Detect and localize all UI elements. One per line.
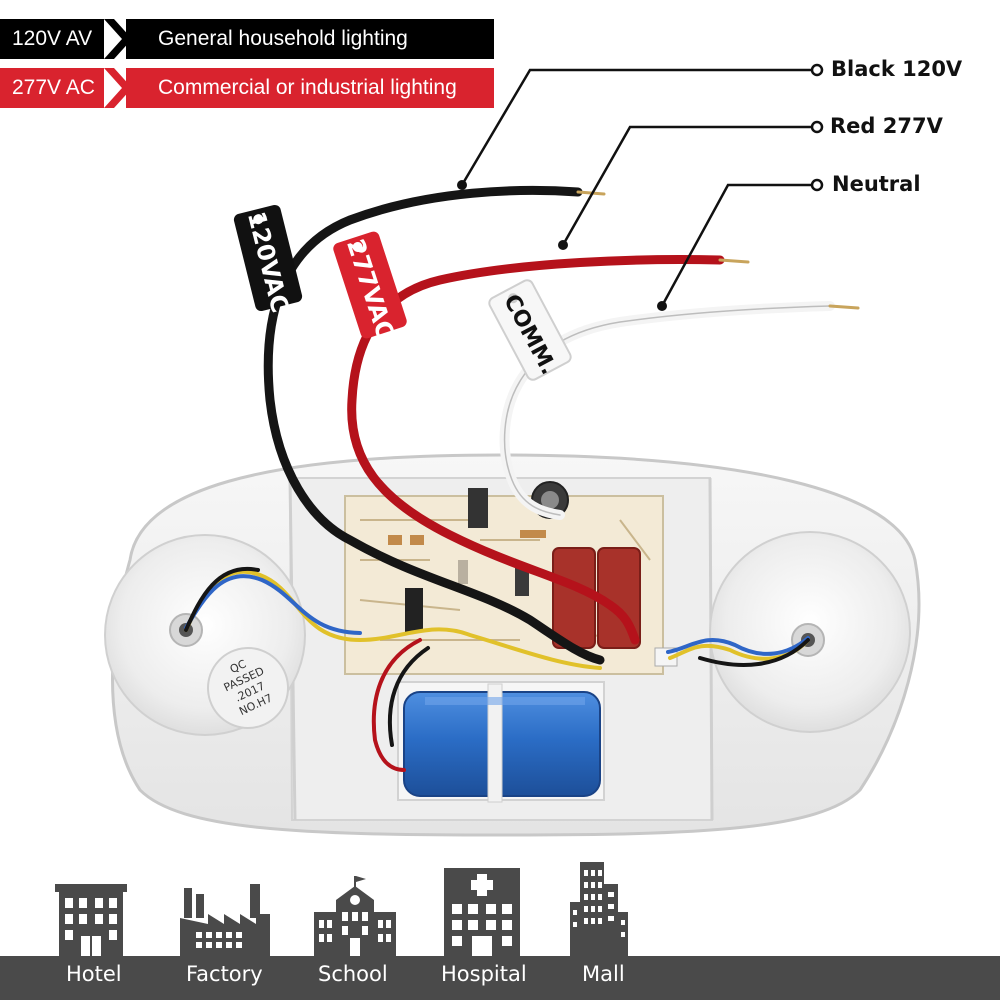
battery [397, 681, 605, 803]
label-black-120v: Black 120V [831, 57, 963, 81]
legend-row-277v: 277V AC Commercial or industrial lightin… [0, 68, 494, 108]
legend-voltage-277v: 277V AC [0, 68, 104, 108]
legend-description-277v: Commercial or industrial lighting [126, 68, 494, 108]
callout-line-neutral [660, 183, 814, 307]
emergency-light-illustration: 120VAC 277VAC COMM. QC PASSED .2017 NO.H… [104, 63, 921, 837]
sticker-line-1: QC [228, 657, 249, 676]
hospital-icon [444, 868, 520, 956]
capacitor-left [552, 547, 596, 649]
mall-icon [570, 862, 628, 956]
hotel-icon [55, 884, 127, 956]
school-icon [314, 876, 396, 956]
label-neutral: Neutral [832, 172, 921, 196]
building-label-hospital: Hospital [441, 962, 527, 986]
building-label-bar [0, 956, 1000, 1000]
black-wire [263, 185, 605, 665]
legend-description-120v: General household lighting [126, 19, 494, 59]
callout-line-black [460, 68, 814, 186]
tag-black: 120VAC [233, 204, 303, 316]
building-label-mall: Mall [582, 962, 625, 986]
red-wire-end [718, 258, 750, 264]
building-label-school: School [318, 962, 388, 986]
lamp-head-right [709, 531, 911, 733]
callout-line-red [561, 125, 814, 246]
legend-voltage-120v: 120V AV [0, 19, 104, 59]
circuit-board [344, 481, 678, 675]
building-label-factory: Factory [186, 962, 263, 986]
small-capacitor [405, 588, 423, 632]
building-label-hotel: Hotel [66, 962, 122, 986]
callout-lines [460, 68, 814, 307]
label-red-277v: Red 277V [830, 114, 943, 138]
white-wire-end [828, 304, 860, 310]
legend-row-120v: 120V AV General household lighting [0, 19, 494, 59]
tag-white: COMM. [488, 279, 572, 381]
internal-wiring [184, 566, 810, 772]
tag-red: 277VAC [333, 231, 407, 343]
red-wire [347, 255, 725, 645]
callout-markers [457, 63, 824, 311]
factory-icon [180, 884, 270, 956]
qc-sticker: QC PASSED .2017 NO.H7 [207, 647, 289, 729]
cable-tie [487, 683, 503, 803]
switch-component [468, 488, 488, 528]
black-wire-end [576, 190, 606, 196]
